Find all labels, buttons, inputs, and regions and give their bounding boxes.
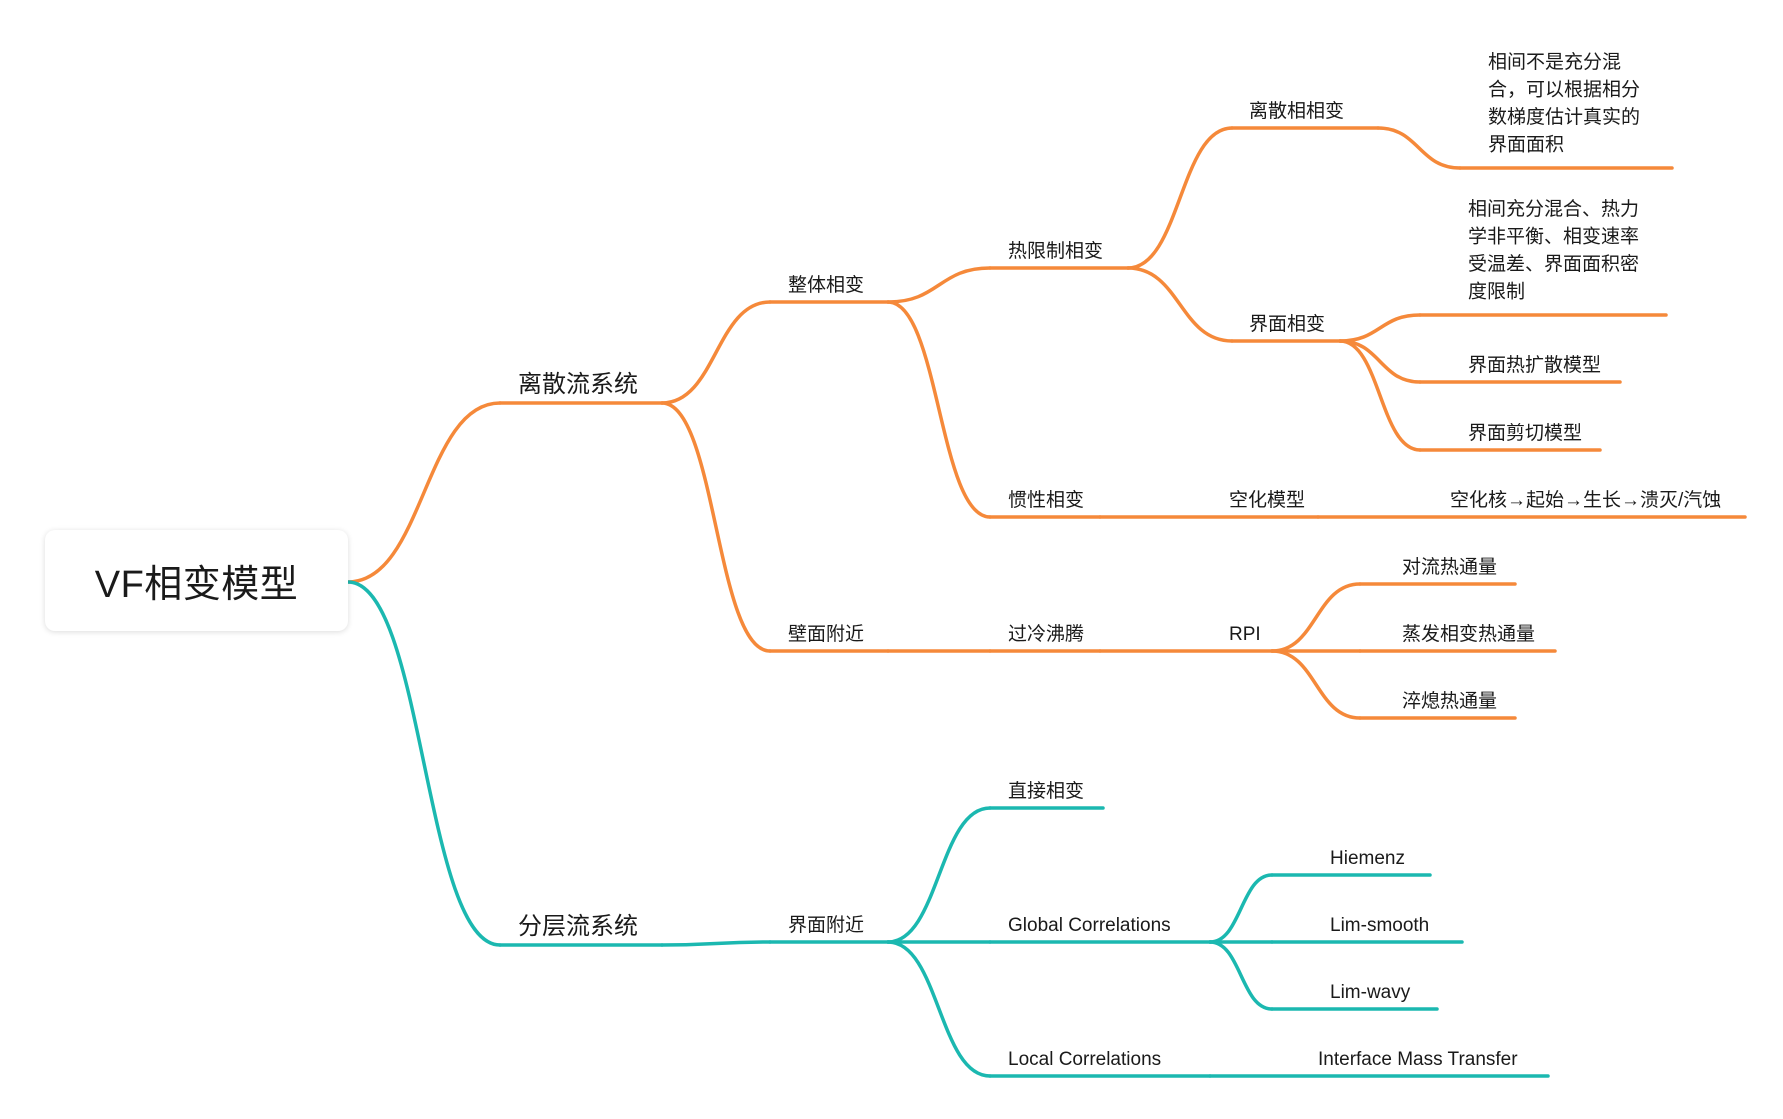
node-rpi[interactable]: RPI xyxy=(1229,624,1261,645)
node-discrete_pc_desc[interactable]: 相间不是充分混合，可以根据相分数梯度估计真实的界面面积 xyxy=(1488,51,1640,156)
node-interface_pc_desc-line-0: 相间充分混合、热力 xyxy=(1468,198,1639,220)
node-quench_flux[interactable]: 淬熄热通量 xyxy=(1402,690,1497,712)
root-node[interactable]: VF相变模型 xyxy=(45,530,348,631)
node-lim_wavy[interactable]: Lim-wavy xyxy=(1330,982,1411,1003)
node-discrete_pc_desc-line-3: 界面面积 xyxy=(1488,134,1564,156)
branch-connectors xyxy=(346,126,1462,1078)
node-global_corr[interactable]: Global Correlations xyxy=(1008,915,1171,936)
connector-thermal-to-interface_pc xyxy=(1126,266,1234,343)
node-direct_pc[interactable]: 直接相变 xyxy=(1008,780,1084,802)
node-imt[interactable]: Interface Mass Transfer xyxy=(1318,1049,1518,1070)
node-thermal[interactable]: 热限制相变 xyxy=(1008,240,1103,262)
node-interface_pc_desc-line-2: 受温差、界面面积密 xyxy=(1468,253,1639,275)
node-ishear[interactable]: 界面剪切模型 xyxy=(1468,422,1582,444)
connector-rpi-to-conv_flux xyxy=(1270,582,1362,653)
connector-interface_pc-to-interface_pc_desc xyxy=(1338,313,1422,343)
connector-root-to-discrete xyxy=(346,401,502,584)
node-bulk[interactable]: 整体相变 xyxy=(788,274,864,296)
node-subcooled[interactable]: 过冷沸腾 xyxy=(1008,623,1084,645)
node-cavitation[interactable]: 空化模型 xyxy=(1229,489,1305,511)
root-node-label: VF相变模型 xyxy=(94,564,299,606)
node-lim_smooth[interactable]: Lim-smooth xyxy=(1330,915,1429,936)
node-ihd[interactable]: 界面热扩散模型 xyxy=(1468,354,1601,376)
node-near_interface[interactable]: 界面附近 xyxy=(788,914,864,936)
connector-interface_pc-to-ishear xyxy=(1338,339,1422,452)
node-underlines xyxy=(498,126,1747,1078)
node-cav_process[interactable]: 空化核→起始→生长→溃灭/汽蚀 xyxy=(1450,489,1721,511)
connector-discrete-to-bulk xyxy=(660,300,772,405)
node-evap_flux[interactable]: 蒸发相变热通量 xyxy=(1402,623,1535,645)
node-discrete[interactable]: 离散流系统 xyxy=(518,371,638,398)
connector-stratified-to-near_interface xyxy=(660,940,772,947)
connector-global_corr-to-lim_wavy xyxy=(1208,940,1274,1011)
connector-near_interface-to-direct_pc xyxy=(886,806,992,944)
node-interface_pc[interactable]: 界面相变 xyxy=(1249,313,1325,335)
connector-bulk-to-thermal xyxy=(886,266,992,304)
connector-discrete-to-wall xyxy=(660,401,772,653)
node-conv_flux[interactable]: 对流热通量 xyxy=(1402,556,1497,578)
node-wall[interactable]: 壁面附近 xyxy=(788,623,864,645)
connector-interface_pc-to-ihd xyxy=(1338,339,1422,384)
connector-root-to-stratified xyxy=(346,580,502,947)
node-discrete_pc_desc-line-2: 数梯度估计真实的 xyxy=(1488,106,1640,128)
node-discrete_pc_desc-line-0: 相间不是充分混 xyxy=(1488,51,1621,73)
node-discrete_pc_desc-line-1: 合，可以根据相分 xyxy=(1488,79,1640,101)
node-stratified[interactable]: 分层流系统 xyxy=(518,913,638,940)
connector-discrete_pc-to-discrete_pc_desc xyxy=(1376,126,1462,170)
node-interface_pc_desc[interactable]: 相间充分混合、热力学非平衡、相变速率受温差、界面面积密度限制 xyxy=(1468,198,1639,303)
connector-global_corr-to-hiemenz xyxy=(1208,873,1274,944)
node-interface_pc_desc-line-3: 度限制 xyxy=(1468,281,1525,303)
connector-thermal-to-discrete_pc xyxy=(1126,126,1234,270)
node-interface_pc_desc-line-1: 学非平衡、相变速率 xyxy=(1468,226,1639,248)
node-discrete_pc[interactable]: 离散相相变 xyxy=(1249,100,1344,122)
connector-rpi-to-quench_flux xyxy=(1270,649,1362,720)
connector-bulk-to-inertial xyxy=(886,300,992,519)
node-local_corr[interactable]: Local Correlations xyxy=(1008,1049,1161,1070)
connector-near_interface-to-local_corr xyxy=(886,940,992,1078)
node-inertial[interactable]: 惯性相变 xyxy=(1008,489,1084,511)
node-hiemenz[interactable]: Hiemenz xyxy=(1330,848,1405,869)
